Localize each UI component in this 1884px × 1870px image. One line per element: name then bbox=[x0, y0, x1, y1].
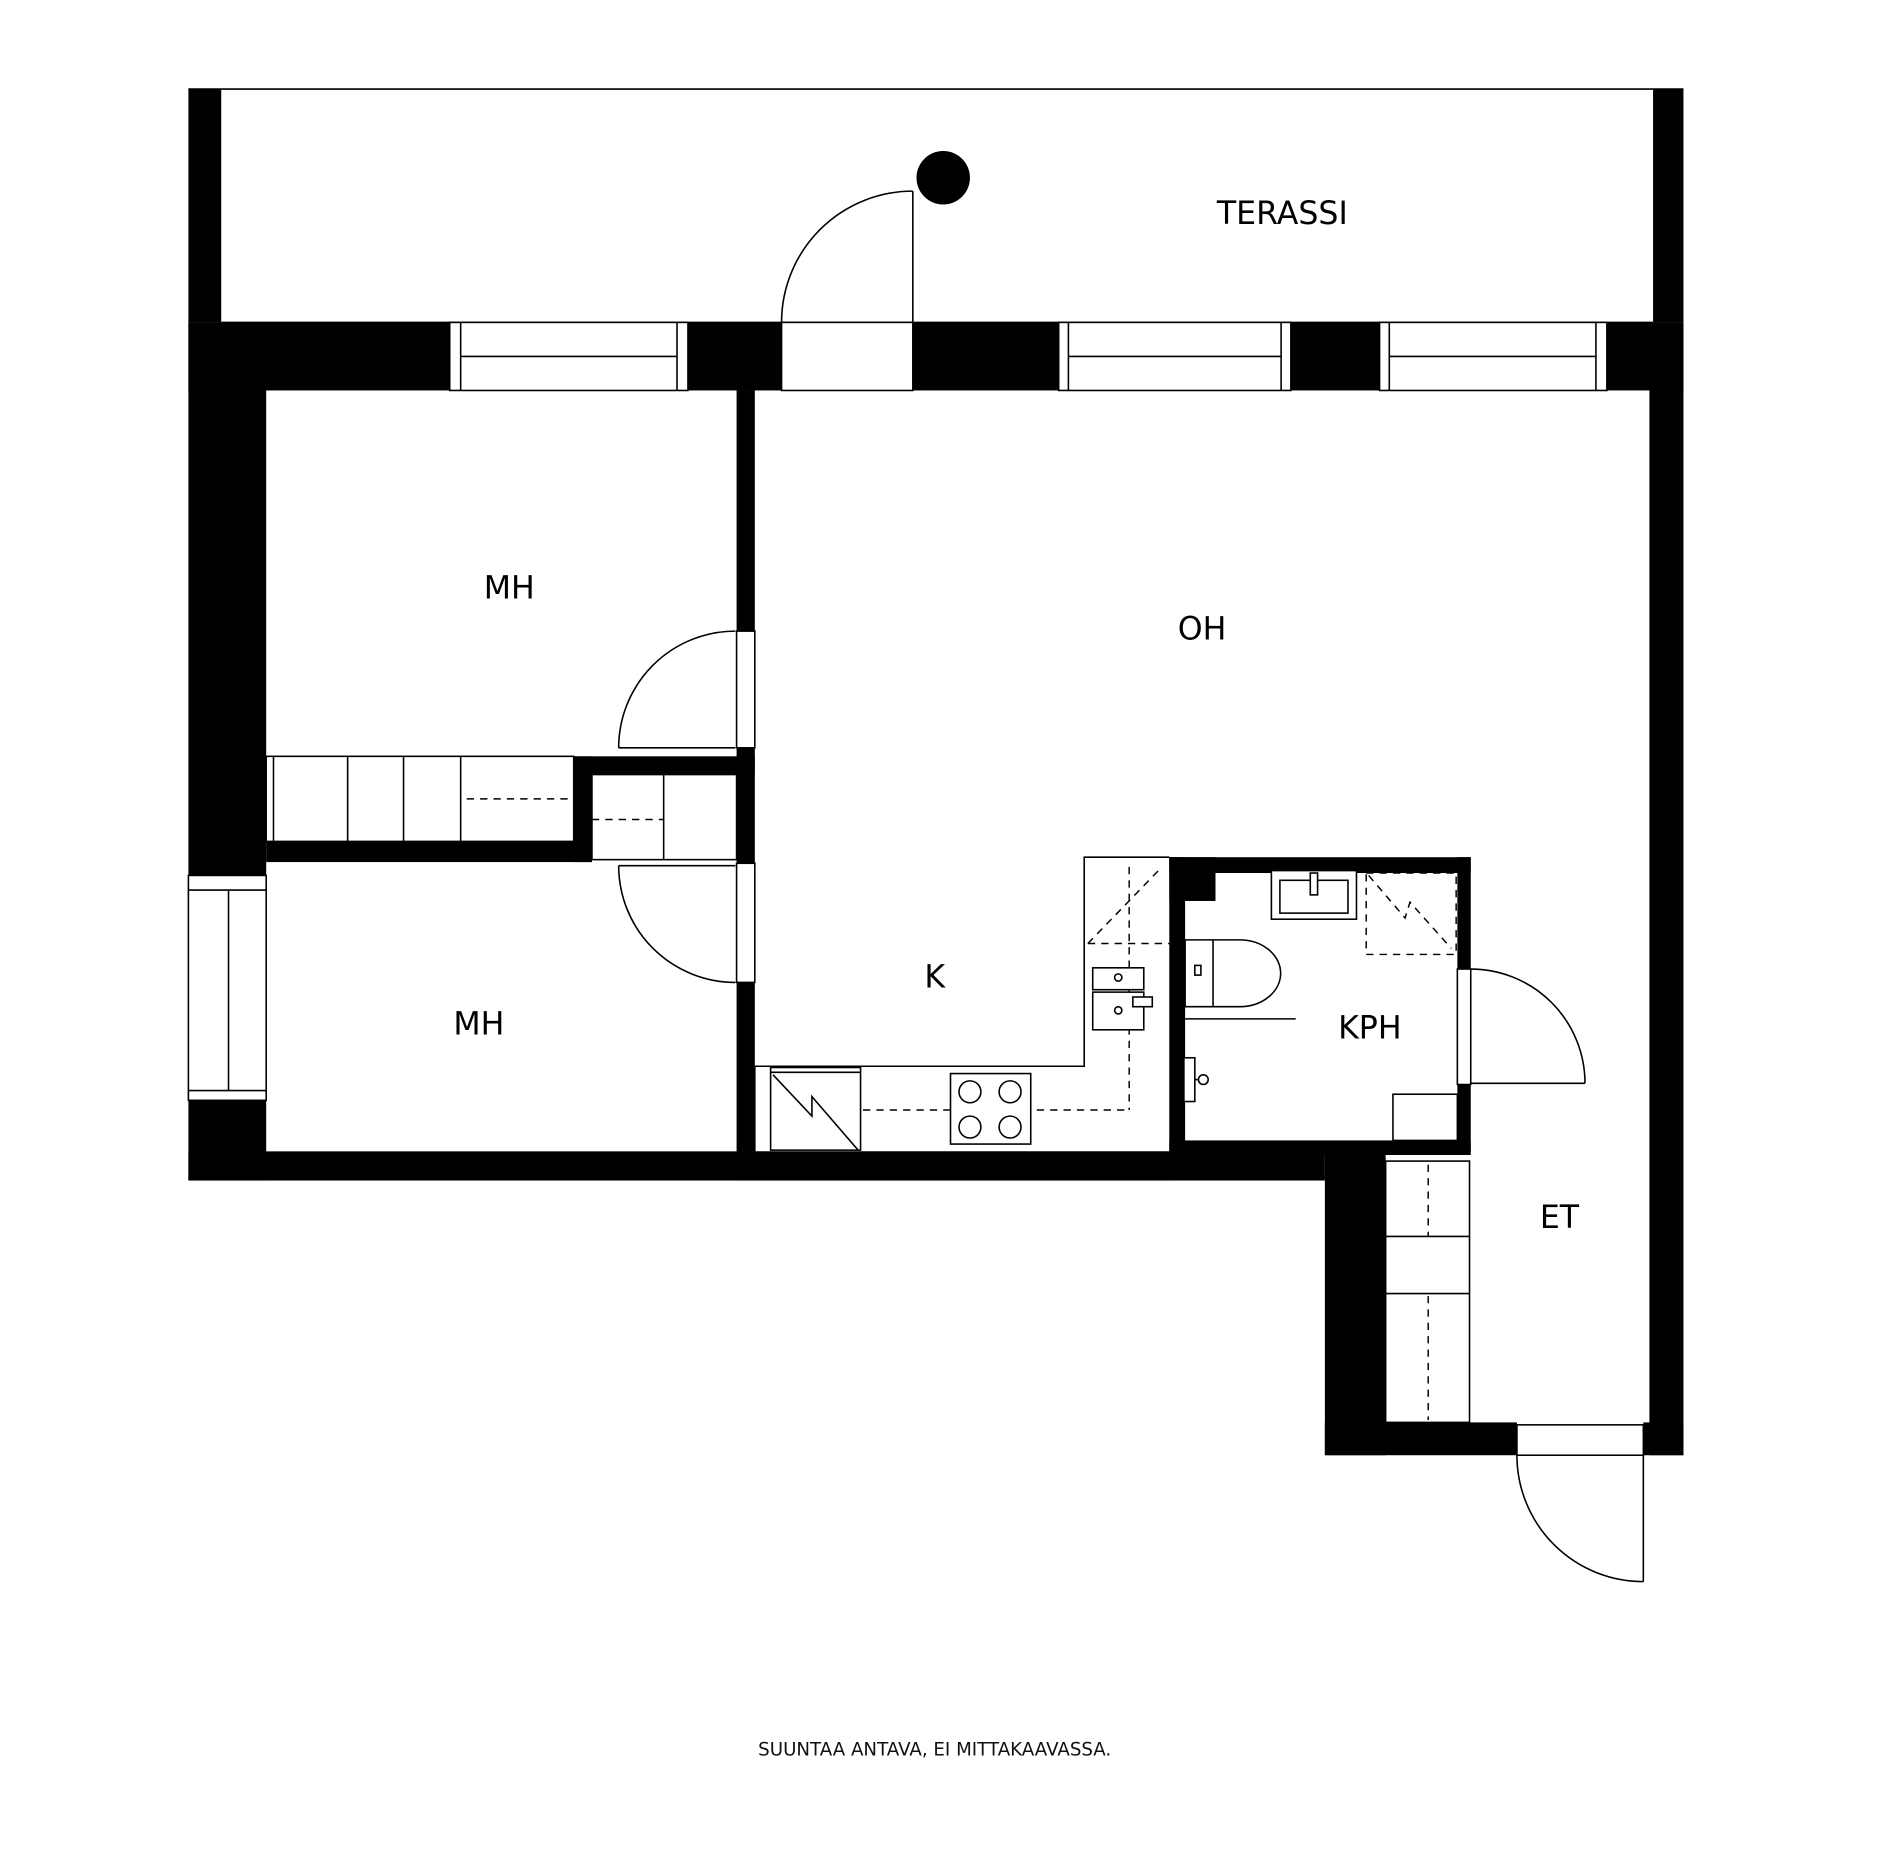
entrance-wall-left bbox=[1324, 1151, 1386, 1456]
closet-bedroom-1 bbox=[265, 755, 575, 843]
bottom-wall-kitchen bbox=[736, 1151, 1175, 1181]
toilet-icon bbox=[1184, 939, 1282, 1008]
closet-wall-top bbox=[573, 756, 755, 775]
room-label-bathroom: KPH bbox=[1338, 1010, 1402, 1046]
closet-wall-side bbox=[573, 756, 592, 863]
partition-lower bbox=[736, 982, 755, 1153]
closet-wall-bottom bbox=[266, 841, 592, 863]
bedroom-2-door[interactable] bbox=[617, 862, 756, 984]
window-3 bbox=[1378, 321, 1608, 392]
partition-mid bbox=[736, 747, 755, 864]
terrace-area bbox=[188, 88, 1684, 324]
window-left bbox=[187, 874, 267, 1102]
stove-icon bbox=[949, 1072, 1032, 1145]
partition-upper bbox=[736, 390, 755, 632]
room-label-living-room: OH bbox=[1178, 612, 1227, 648]
closet-bedroom-2 bbox=[591, 773, 738, 861]
shower-faucet-icon bbox=[1183, 1056, 1209, 1103]
window-1 bbox=[448, 321, 689, 392]
bathroom-walls bbox=[1169, 857, 1471, 1156]
bedroom-1-door[interactable] bbox=[617, 630, 756, 749]
window-2 bbox=[1057, 321, 1292, 392]
terrace-door[interactable] bbox=[780, 190, 914, 392]
room-label-kitchen: K bbox=[924, 959, 946, 995]
room-label-bedroom-2: MH bbox=[453, 1007, 504, 1043]
terrace-post bbox=[916, 151, 970, 205]
room-label-bedroom-1: MH bbox=[484, 570, 535, 606]
right-wall bbox=[1649, 322, 1684, 1456]
scale-disclaimer: SUUNTAA ANTAVA, EI MITTAKAAVASSA. bbox=[758, 1739, 1111, 1760]
bathroom-sink-icon bbox=[1270, 869, 1358, 920]
kitchen-sink-icon bbox=[1091, 967, 1154, 1031]
bathroom-cabinet bbox=[1392, 1093, 1459, 1142]
room-label-terrace: TERASSI bbox=[1216, 196, 1348, 232]
entrance-wardrobe bbox=[1384, 1160, 1471, 1424]
room-label-entrance-hall: ET bbox=[1540, 1200, 1580, 1236]
entrance-door[interactable] bbox=[1516, 1424, 1645, 1583]
entrance-wall-bottom bbox=[1324, 1422, 1517, 1456]
shower-area bbox=[1365, 872, 1457, 956]
left-wall-upper bbox=[188, 322, 267, 876]
entrance-wall-bottom-right bbox=[1643, 1422, 1684, 1456]
kitchen-counter bbox=[754, 856, 1170, 1152]
bathroom-door[interactable] bbox=[1456, 968, 1586, 1086]
